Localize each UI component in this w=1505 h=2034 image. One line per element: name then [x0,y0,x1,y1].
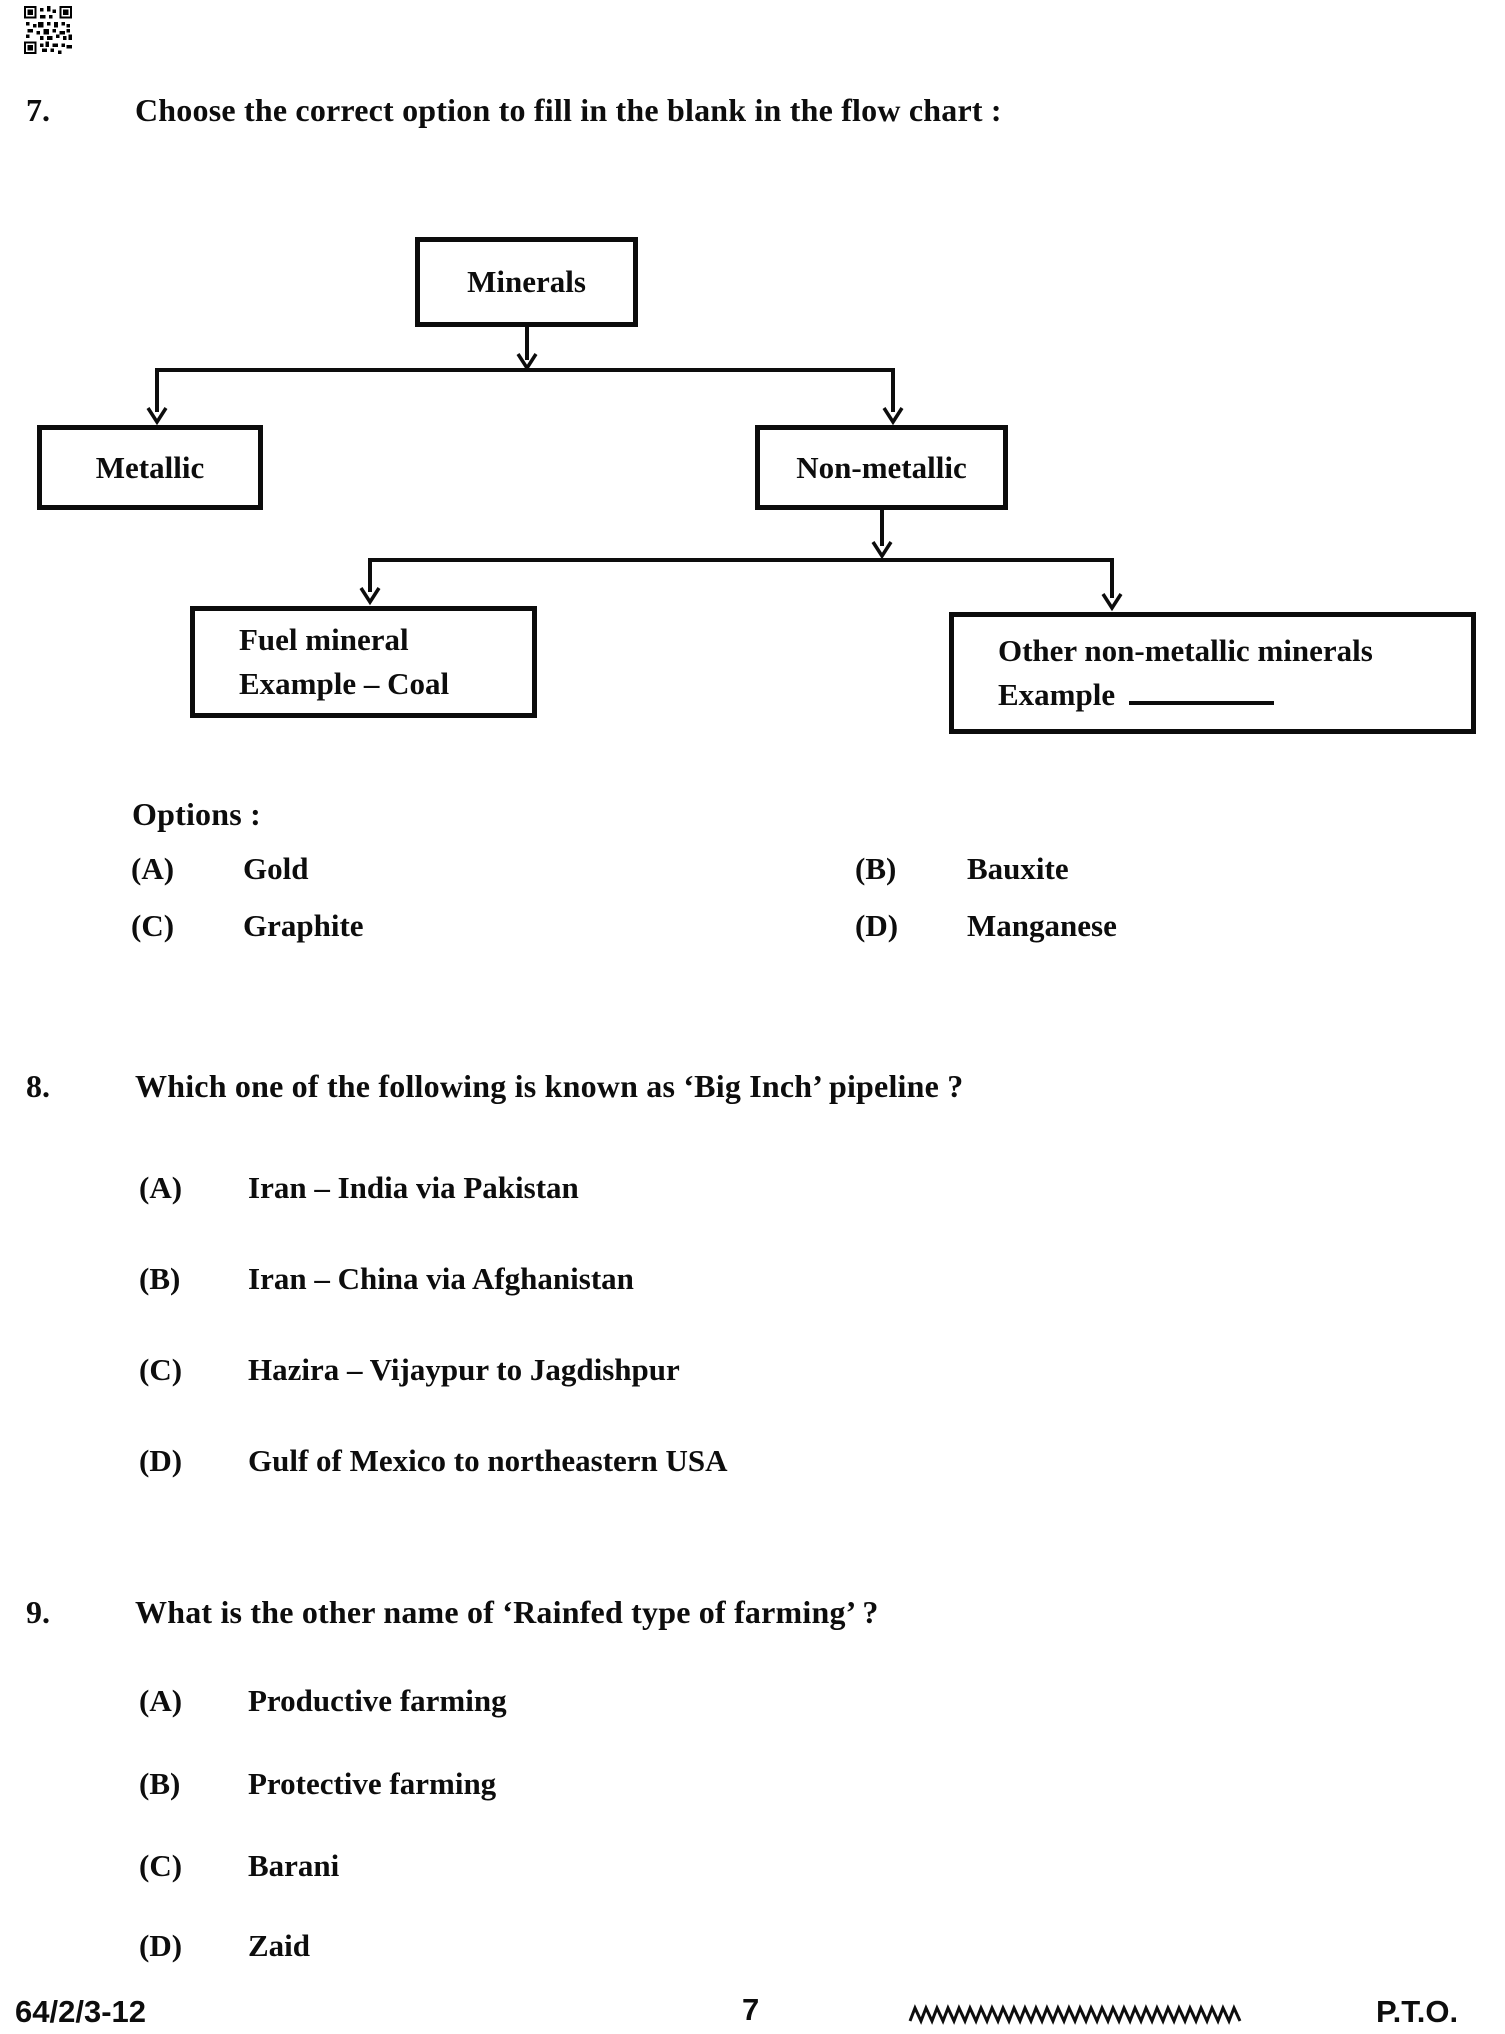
flowchart-connectors [146,327,1123,612]
node-label-line1: Other non-metallic minerals [998,633,1373,668]
node-label-line1: Fuel mineral [239,622,409,657]
option-text: Productive farming [248,1683,507,1718]
option-text: Barani [248,1848,340,1883]
option-letter: (C) [139,1352,183,1387]
option-letter: (C) [139,1848,183,1883]
question-8-number: 8. [26,1068,50,1104]
paper-code: 64/2/3-12 [15,1994,146,2029]
question-8-text: Which one of the following is known as ‘… [135,1068,964,1104]
qr-code [24,6,72,54]
option-letter: (A) [139,1683,183,1718]
node-label: Minerals [467,264,586,299]
flowchart-node-fuel-mineral: Fuel mineral Example – Coal [190,606,537,718]
node-label-line2: Example – Coal [239,666,450,701]
option-letter: (A) [131,851,175,886]
flowchart-node-minerals: Minerals [415,237,638,327]
option-text: Gold [243,851,309,886]
option-text: Manganese [967,908,1117,943]
question-9-text: What is the other name of ‘Rainfed type … [135,1594,879,1630]
node-label: Non-metallic [796,449,967,485]
option-letter: (D) [139,1443,183,1478]
option-text: Gulf of Mexico to northeastern USA [248,1443,728,1478]
example-word: Example [998,677,1116,712]
option-text: Graphite [243,908,364,943]
option-text: Iran – India via Pakistan [248,1170,579,1205]
options-label: Options : [132,796,261,832]
question-7-number: 7. [26,92,50,128]
pto-label: P.T.O. [1376,1994,1459,2029]
option-letter: (D) [139,1928,183,1963]
question-7-text: Choose the correct option to fill in the… [135,92,1002,128]
option-letter: (B) [139,1261,181,1296]
flowchart-node-metallic: Metallic [37,425,263,510]
q7-flowchart: Minerals Metallic Non-metallic Fuel mine… [0,232,1505,752]
option-letter: (D) [855,908,899,943]
option-text: Bauxite [967,851,1069,886]
node-label: Metallic [95,449,205,485]
option-text: Iran – China via Afghanistan [248,1261,634,1296]
page-number: 7 [742,1992,760,2027]
example-blank [1129,701,1275,705]
question-9-number: 9. [26,1594,50,1630]
flowchart-node-other-non-metallic: Other non-metallic minerals Example [949,612,1476,734]
option-letter: (B) [855,851,897,886]
option-letter: (B) [139,1766,181,1801]
option-letter: (C) [131,908,175,943]
option-text: Zaid [248,1928,311,1963]
option-text: Hazira – Vijaypur to Jagdishpur [248,1352,680,1387]
option-text: Protective farming [248,1766,497,1801]
node-label-line2: Example [998,673,1275,717]
flowchart-node-non-metallic: Non-metallic [755,425,1008,510]
option-letter: (A) [139,1170,183,1205]
squiggle-divider [908,2004,1242,2025]
